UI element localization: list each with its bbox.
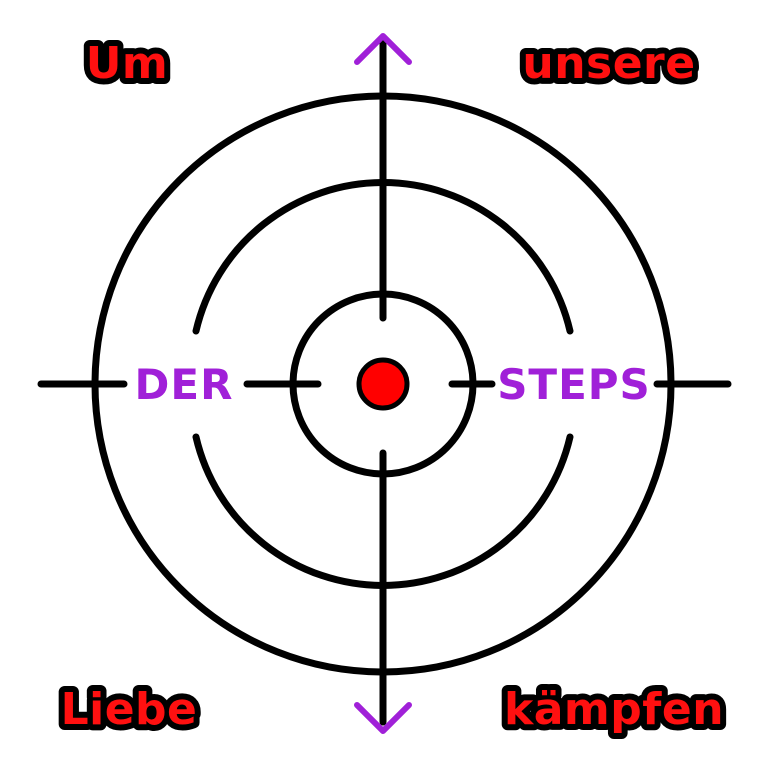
chevron-down-icon bbox=[354, 702, 412, 734]
corner-text-bottom-right: kämpfen bbox=[504, 684, 724, 735]
corner-text-top-left: Um bbox=[86, 38, 169, 89]
label-steps: STEPS bbox=[497, 360, 651, 409]
corner-text-top-right: unsere bbox=[522, 38, 695, 89]
corner-text-bottom-left: Liebe bbox=[61, 684, 198, 735]
red-dot-icon bbox=[356, 357, 410, 411]
chevron-up-icon bbox=[354, 33, 412, 65]
label-der: DER bbox=[135, 360, 234, 409]
